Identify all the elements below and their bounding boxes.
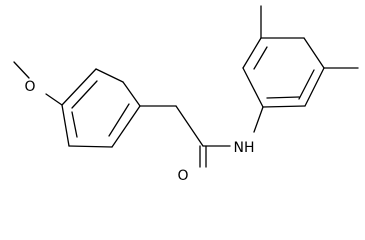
methoxy-o-ring-bond xyxy=(45,93,63,106)
ring-a-bond xyxy=(95,68,124,83)
ring-b-inner-double-bond xyxy=(266,96,300,99)
ring-a-inner-double-bond xyxy=(71,111,78,138)
chemical-structure: O O NH xyxy=(13,5,359,184)
ring-a-inner-double-bond xyxy=(71,80,98,109)
ring-a-bond xyxy=(68,145,113,148)
structure-bonds xyxy=(13,5,359,168)
ring-a-inner-double-bond xyxy=(108,103,130,137)
ring-a-bond xyxy=(111,105,141,148)
nitrogen-ring-bond xyxy=(253,106,264,133)
ring-b-bond xyxy=(303,37,325,69)
ring-b-bond xyxy=(262,105,306,108)
structure-atom-labels: O O NH xyxy=(24,79,254,184)
ring-b-inner-double-bond xyxy=(298,69,315,100)
ring-b-bond xyxy=(242,37,262,69)
ring-b-inner-double-bond xyxy=(253,46,268,70)
ring-a-bond xyxy=(122,81,141,107)
methoxy-o-methyl-bond xyxy=(13,61,30,79)
ch2-carbonyl-bond xyxy=(175,105,204,147)
amide-nitrogen-label: NH xyxy=(234,140,255,156)
methoxy-oxygen-label: O xyxy=(24,79,35,95)
ring-a-bond xyxy=(61,104,70,147)
ring-a-bond xyxy=(61,68,97,106)
ring-b-bond xyxy=(242,67,264,108)
ring-b-bond xyxy=(304,67,325,107)
structure-canvas: O O NH xyxy=(13,5,359,184)
carbonyl-oxygen-label: O xyxy=(177,168,188,184)
